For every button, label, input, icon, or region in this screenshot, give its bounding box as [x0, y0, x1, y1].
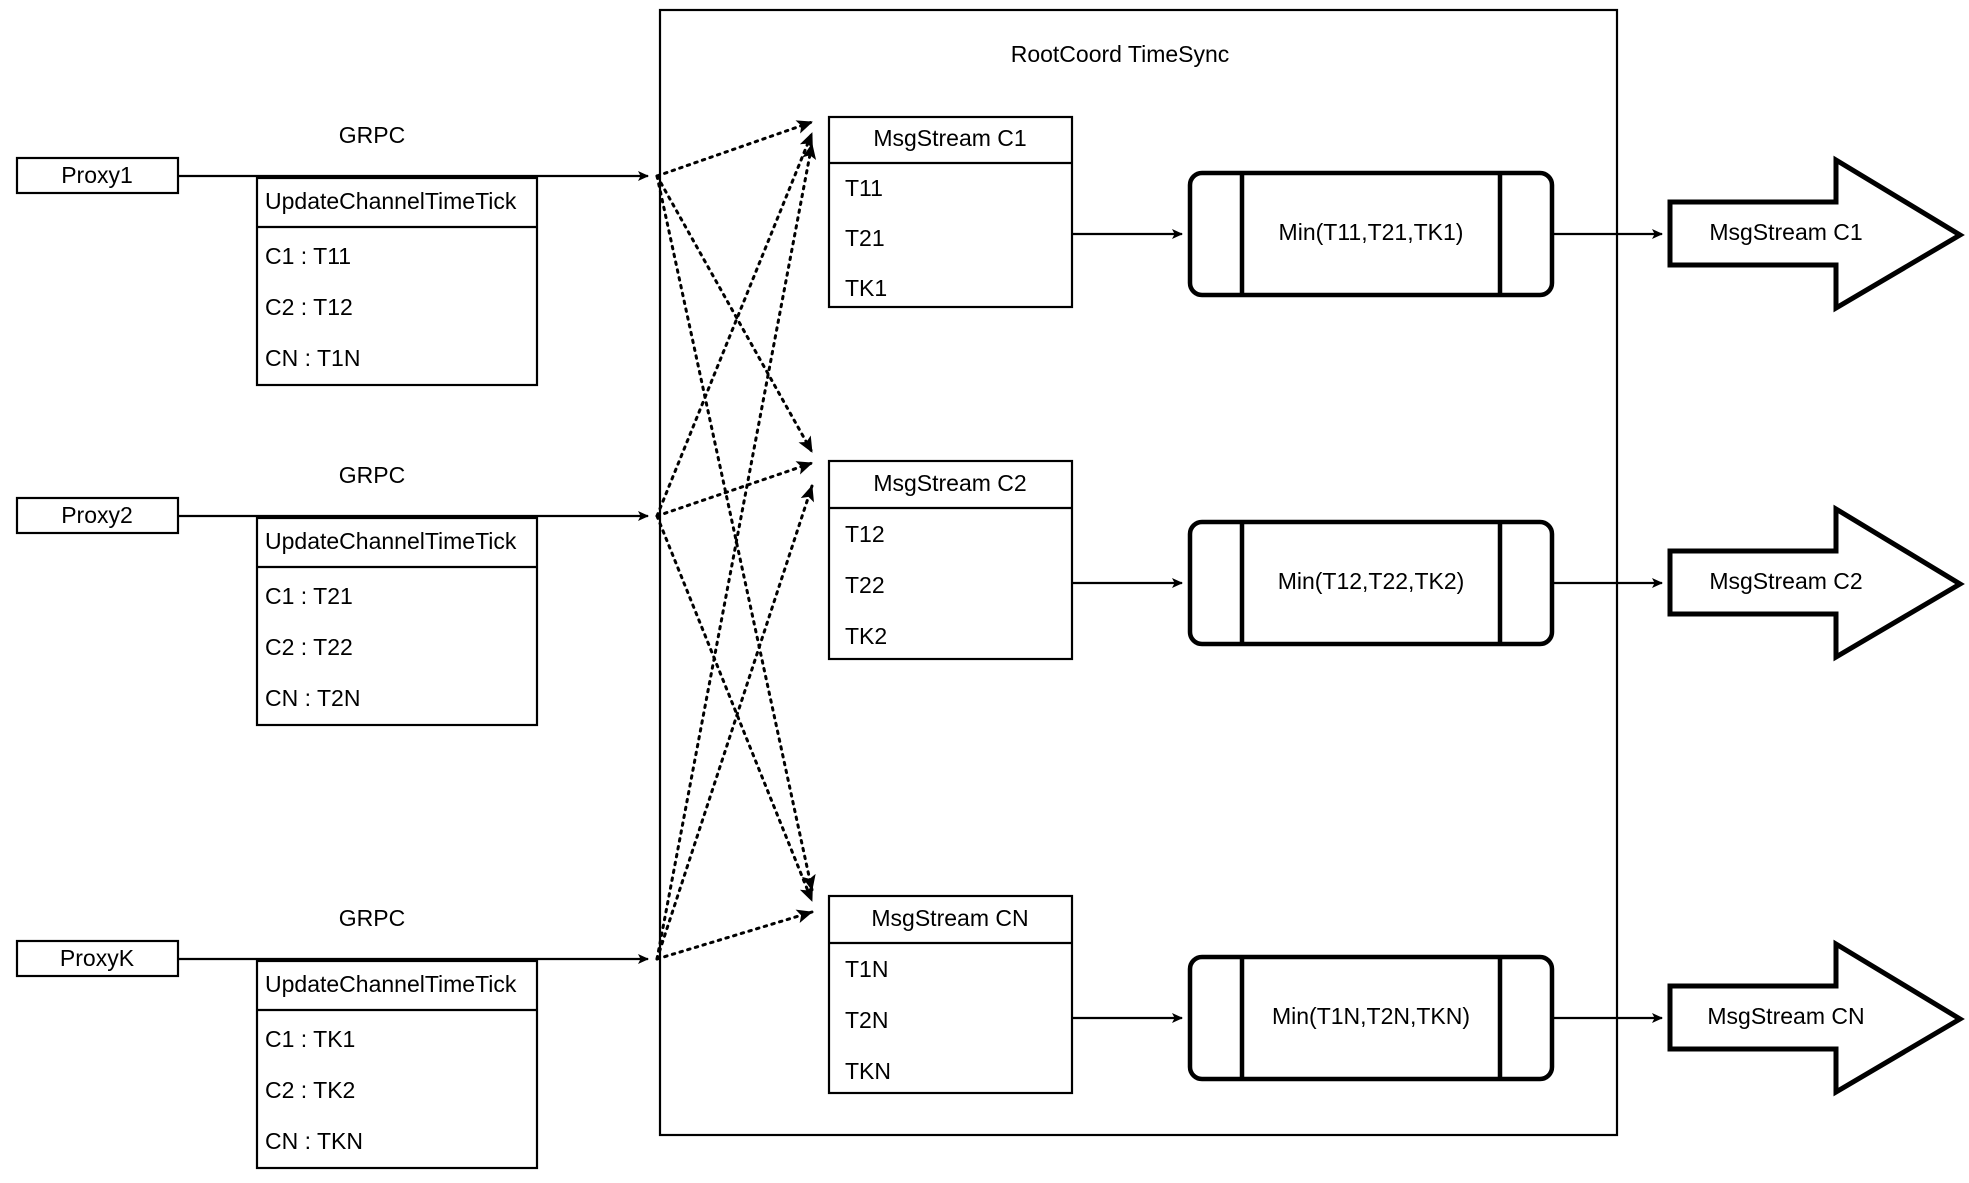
- rpc-row-3-0: C1 : TK1: [265, 1026, 355, 1052]
- min-label-3: Min(T1N,T2N,TKN): [1272, 1003, 1470, 1029]
- proxy-label-2: Proxy2: [61, 502, 133, 528]
- msgstream-tick-2-2: TK2: [845, 623, 887, 649]
- min-process-2[interactable]: [1187, 519, 1555, 647]
- min-process-1[interactable]: [1187, 170, 1555, 298]
- msgstream-box-2[interactable]: [827, 459, 1074, 661]
- proxy-label-3: ProxyK: [60, 945, 135, 971]
- output-label-3: MsgStream CN: [1707, 1003, 1864, 1029]
- proxy-group-2: Proxy2 GRPC UpdateChannelTimeTick C1 : T…: [15, 462, 649, 727]
- rpc-box-1[interactable]: [255, 176, 539, 387]
- msgstream-title-1: MsgStream C1: [873, 125, 1026, 151]
- grpc-label-3: GRPC: [339, 905, 405, 931]
- output-arrow-shape-1[interactable]: [1667, 155, 1965, 313]
- dispatch-edge-p2-c1: [655, 131, 814, 518]
- dispatch-edge-p1-cn: [655, 174, 816, 892]
- rpc-box-2[interactable]: [255, 516, 539, 727]
- msgstream-tick-3-0: T1N: [845, 956, 888, 982]
- output-label-2: MsgStream C2: [1709, 568, 1862, 594]
- output-arrow-shape-3[interactable]: [1667, 939, 1965, 1097]
- msgstream-title-3: MsgStream CN: [871, 905, 1028, 931]
- dispatch-edge-p2-cn: [655, 514, 814, 903]
- rpc-title-1: UpdateChannelTimeTick: [265, 188, 517, 214]
- proxy-group-3: ProxyK GRPC UpdateChannelTimeTick C1 : T…: [15, 905, 649, 1170]
- channel-row-2: MsgStream C2 T12 T22 TK2 Min(T12,T22,TK2…: [827, 459, 1965, 662]
- msgstream-title-2: MsgStream C2: [873, 470, 1026, 496]
- output-label-1: MsgStream C1: [1709, 219, 1862, 245]
- msgstream-tick-3-2: TKN: [845, 1058, 891, 1084]
- rpc-title-3: UpdateChannelTimeTick: [265, 971, 517, 997]
- msgstream-tick-2-1: T22: [845, 572, 885, 598]
- grpc-label-1: GRPC: [339, 122, 405, 148]
- msgstream-tick-1-2: TK1: [845, 275, 887, 301]
- rpc-title-2: UpdateChannelTimeTick: [265, 528, 517, 554]
- msgstream-tick-3-1: T2N: [845, 1007, 888, 1033]
- rpc-row-3-1: C2 : TK2: [265, 1077, 355, 1103]
- msgstream-box-1[interactable]: [827, 115, 1074, 309]
- dispatch-edge-p2-c2: [655, 461, 814, 518]
- rpc-row-2-0: C1 : T21: [265, 583, 353, 609]
- msgstream-tick-1-0: T11: [845, 175, 883, 201]
- msgstream-box-3[interactable]: [827, 894, 1074, 1095]
- output-arrow-shape-2[interactable]: [1667, 504, 1965, 662]
- dispatch-edge-pk-c1: [655, 142, 817, 961]
- dispatch-edge-p1-c2: [655, 174, 814, 454]
- msgstream-tick-1-1: T21: [845, 225, 885, 251]
- rpc-row-2-1: C2 : T22: [265, 634, 353, 660]
- msgstream-tick-2-0: T12: [845, 521, 885, 547]
- rpc-row-2-2: CN : T2N: [265, 685, 360, 711]
- rpc-row-1-2: CN : T1N: [265, 345, 360, 371]
- grpc-label-2: GRPC: [339, 462, 405, 488]
- channel-row-3: MsgStream CN T1N T2N TKN Min(T1N,T2N,TKN…: [827, 894, 1965, 1097]
- channel-row-1: MsgStream C1 T11 T21 TK1 Min(T11,T21,TK1…: [827, 115, 1965, 313]
- dispatch-edge-p1-c1: [655, 120, 814, 178]
- dispatch-edge-pk-cn: [655, 909, 814, 961]
- dispatch-edge-pk-c2: [655, 484, 814, 961]
- rpc-row-1-1: C2 : T12: [265, 294, 353, 320]
- proxy-box-3[interactable]: [15, 939, 180, 978]
- container-title: RootCoord TimeSync: [1011, 41, 1230, 67]
- proxy-label-1: Proxy1: [61, 162, 133, 188]
- rpc-row-3-2: CN : TKN: [265, 1128, 363, 1154]
- min-label-1: Min(T11,T21,TK1): [1279, 219, 1464, 245]
- min-label-2: Min(T12,T22,TK2): [1278, 568, 1465, 594]
- rpc-box-3[interactable]: [255, 959, 539, 1170]
- proxy-group-1: Proxy1 GRPC UpdateChannelTimeTick C1 : T…: [15, 122, 649, 387]
- rpc-row-1-0: C1 : T11: [265, 243, 351, 269]
- timetick-dispatch-edges: [655, 120, 817, 961]
- proxy-box-1[interactable]: [15, 156, 180, 195]
